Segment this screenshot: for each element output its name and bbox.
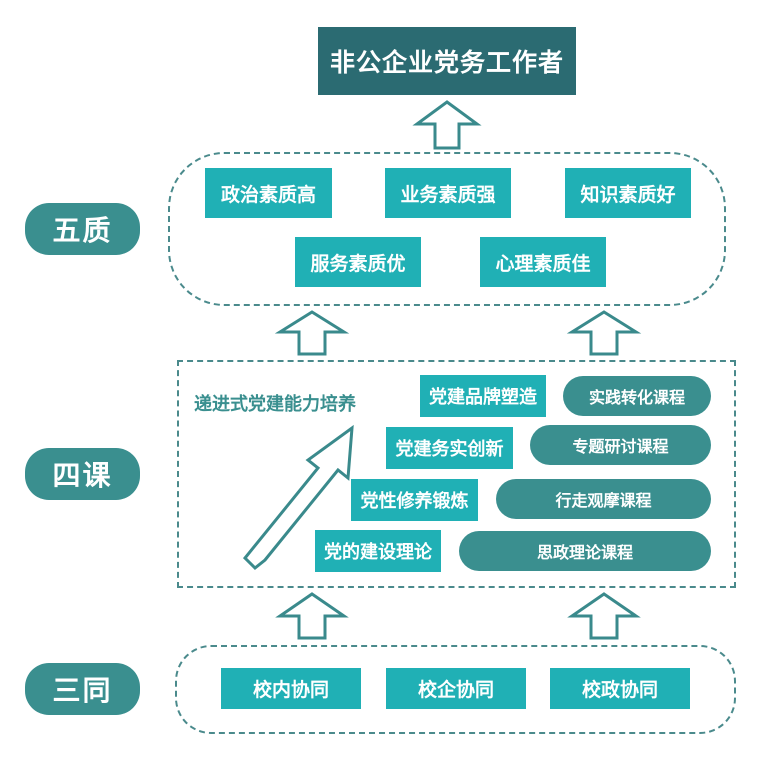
up-arrow-icon [567,592,641,640]
up-arrow-icon [275,592,349,640]
section-label-sike: 四课 [25,448,140,500]
course-goal: 党建务实创新 [386,427,513,469]
quality-label: 业务素质强 [400,183,496,206]
course-name: 专题研讨课程 [530,425,711,465]
section-label-text: 四课 [52,459,113,492]
quality-box: 业务素质强 [385,168,511,218]
course-name: 行走观摩课程 [496,479,711,519]
diagonal-arrow-icon [242,424,354,571]
course-label: 专题研讨课程 [572,437,669,456]
section-label-text: 五质 [52,214,113,247]
collab-label: 校内协同 [252,679,329,701]
quality-box: 知识素质好 [565,168,691,218]
up-arrow-icon [566,310,642,356]
course-label: 思政理论课程 [536,543,633,562]
course-label: 实践转化课程 [588,388,685,407]
quality-label: 服务素质优 [310,252,406,275]
section-label-santong: 三同 [25,663,140,715]
collab-box: 校政协同 [550,668,690,709]
quality-box: 政治素质高 [205,168,332,218]
sike-container [177,360,736,588]
goal-label: 党建务实创新 [395,439,504,460]
course-goal: 党的建设理论 [315,530,441,572]
title-box: 非公企业党务工作者 [318,27,576,95]
quality-label: 政治素质高 [220,183,316,206]
collab-box: 校内协同 [221,668,361,709]
wuzhi-container [168,152,726,306]
santong-container [175,645,736,734]
course-goal: 党建品牌塑造 [420,375,546,417]
goal-label: 党建品牌塑造 [429,387,537,408]
quality-label: 知识素质好 [580,183,676,206]
course-goal: 党性修养锻炼 [351,479,478,521]
course-name: 思政理论课程 [459,531,711,571]
title-text: 非公企业党务工作者 [329,48,564,77]
up-arrow-icon [412,100,482,150]
quality-box: 心理素质佳 [480,237,606,287]
course-name: 实践转化课程 [563,376,711,416]
collab-label: 校企协同 [417,679,494,701]
goal-label: 党的建设理论 [324,542,432,563]
quality-label: 心理素质佳 [495,252,591,275]
section-label-text: 三同 [52,674,113,707]
collab-box: 校企协同 [386,668,526,709]
goal-label: 党性修养锻炼 [360,491,469,512]
section-label-wuzhi: 五质 [25,203,140,255]
course-label: 行走观摩课程 [555,491,652,510]
up-arrow-icon [274,310,350,356]
collab-label: 校政协同 [581,679,658,701]
progress-label: 递进式党建能力培养 [194,394,356,415]
quality-box: 服务素质优 [295,237,421,287]
